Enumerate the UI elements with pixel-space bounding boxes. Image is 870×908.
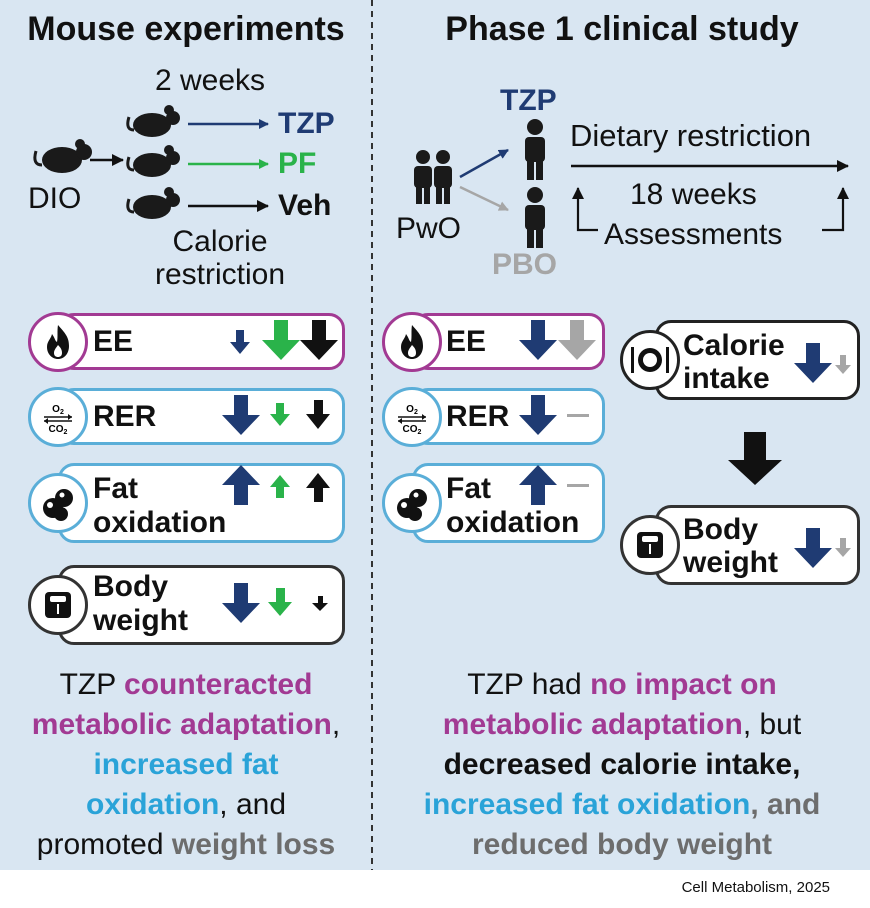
flame-icon bbox=[382, 312, 442, 372]
left-summary-line2: metabolic adaptation, bbox=[31, 708, 341, 741]
left-rer-box bbox=[58, 388, 345, 445]
arm-tzp: TZP bbox=[500, 84, 557, 117]
mouse-icon bbox=[126, 187, 180, 219]
left-fat-label1: Fat bbox=[93, 472, 138, 505]
right-fat-label2: oxidation bbox=[446, 506, 580, 539]
left-fat-box bbox=[58, 463, 345, 543]
right-summary-line4: increased fat oxidation, and bbox=[423, 788, 821, 821]
right-title: Phase 1 clinical study bbox=[445, 10, 799, 48]
condition-line1: Calorie bbox=[172, 225, 268, 258]
right-fat-label1: Fat bbox=[446, 472, 491, 505]
big-down-arrow bbox=[728, 432, 782, 485]
right-summary-line1: TZP had no impact on bbox=[467, 668, 777, 701]
tzp-arm-arrow bbox=[459, 148, 509, 179]
citation: Cell Metabolism, 2025 bbox=[681, 879, 830, 896]
citation-bar: Cell Metabolism, 2025 bbox=[0, 870, 870, 908]
scale-icon bbox=[620, 515, 680, 575]
arm-pbo: PBO bbox=[492, 248, 558, 281]
left-title: Mouse experiments bbox=[27, 10, 345, 48]
o2-text: O2 bbox=[52, 404, 64, 416]
o2-co2-exchange-icon: O2 CO2 bbox=[382, 387, 442, 447]
left-summary-line3: increased fat bbox=[93, 748, 279, 781]
mouse-icon bbox=[33, 139, 92, 173]
condition-line2: restriction bbox=[154, 258, 286, 291]
pwo-label: PwO bbox=[396, 212, 462, 245]
assessment-bracket-left bbox=[572, 187, 598, 232]
group-tzp: TZP bbox=[278, 107, 335, 140]
assessment-bracket-right bbox=[822, 187, 849, 232]
graphical-abstract: Mouse experiments Phase 1 clinical study… bbox=[0, 0, 870, 870]
left-bw-label1: Body bbox=[93, 570, 168, 603]
flame-icon bbox=[28, 312, 88, 372]
co2-text: CO2 bbox=[49, 424, 68, 436]
left-ee-label: EE bbox=[93, 325, 134, 358]
assessments-label: Assessments bbox=[604, 218, 783, 251]
left-bw-box bbox=[58, 565, 345, 645]
right-rer-label: RER bbox=[446, 400, 510, 433]
o2-co2-exchange-icon: O2 CO2 bbox=[28, 387, 88, 447]
person-icon bbox=[525, 119, 545, 180]
left-summary-line5: promoted weight loss bbox=[36, 828, 336, 861]
right-summary-line3: decreased calorie intake, bbox=[443, 748, 801, 781]
right-summary-line5: reduced body weight bbox=[471, 828, 773, 861]
left-summary-line4: oxidation, and bbox=[85, 788, 287, 821]
mouse-icon bbox=[126, 105, 180, 137]
person-icon bbox=[414, 150, 452, 204]
group-veh: Veh bbox=[278, 189, 332, 222]
right-ee-label: EE bbox=[446, 325, 487, 358]
left-fat-label2: oxidation bbox=[93, 506, 227, 539]
fat-droplets-icon bbox=[28, 473, 88, 533]
right-summary-line2: metabolic adaptation, but bbox=[442, 708, 802, 741]
pbo-arm-arrow bbox=[459, 185, 509, 212]
person-icon bbox=[525, 187, 545, 248]
right-calorie-label2: intake bbox=[683, 362, 770, 395]
right-calorie-label1: Calorie bbox=[683, 329, 785, 362]
mouse-icon bbox=[126, 145, 180, 177]
fat-droplets-icon bbox=[382, 473, 442, 533]
trial-duration: 18 weeks bbox=[630, 178, 757, 211]
right-bw-label2: weight bbox=[683, 546, 778, 579]
scale-icon bbox=[28, 575, 88, 635]
left-rer-label: RER bbox=[93, 400, 157, 433]
right-bw-label1: Body bbox=[683, 513, 758, 546]
dio-label: DIO bbox=[28, 182, 82, 215]
mouse-duration: 2 weeks bbox=[155, 64, 266, 97]
plate-cutlery-icon bbox=[620, 330, 680, 390]
right-fat-box bbox=[412, 463, 605, 543]
left-bw-label2: weight bbox=[93, 604, 188, 637]
left-summary-line1: TZP counteracted bbox=[59, 668, 313, 701]
co2-text: CO2 bbox=[403, 424, 422, 436]
o2-text: O2 bbox=[406, 404, 418, 416]
intervention-label: Dietary restriction bbox=[570, 118, 812, 153]
group-pf: PF bbox=[278, 147, 317, 180]
